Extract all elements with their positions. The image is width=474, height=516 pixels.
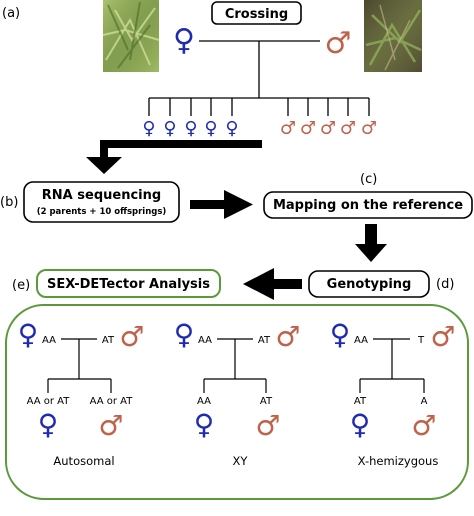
crossing-label: Crossing — [225, 7, 288, 22]
offspring-female-symbol: ♀ — [225, 118, 238, 139]
model-name: X-hemizygous — [358, 454, 439, 468]
male-plant-photo — [364, 0, 422, 72]
model-mother-genotype: AA — [42, 335, 56, 346]
cross-tree — [148, 40, 370, 116]
arrow-to-mapping — [190, 190, 253, 219]
model-xy: ♀ AA AT ♂ AA AT ♀ ♂ XY — [174, 318, 301, 468]
offspring-row: ♀ ♀ ♀ ♀ ♀ ♂ ♂ ♂ ♂ ♂ — [142, 118, 377, 139]
model-son-symbol: ♂ — [98, 409, 123, 442]
model-x-hemizygous: ♀ AA T ♂ AT A ♀ ♂ X-hemizygous — [330, 318, 456, 468]
models-panel — [5, 304, 469, 500]
offspring-female-symbol: ♀ — [142, 118, 155, 139]
model-daughter-genotype: AA or AT — [27, 396, 71, 407]
model-father-genotype: T — [417, 335, 425, 346]
model-son-genotype: A — [421, 396, 428, 407]
panel-label-e: (e) — [12, 278, 30, 293]
genotyping-label: Genotyping — [327, 277, 412, 292]
offspring-male-symbol: ♂ — [320, 118, 336, 139]
rna-sequencing-subtitle: (2 parents + 10 offsprings) — [37, 207, 167, 217]
offspring-male-symbol: ♂ — [300, 118, 316, 139]
model-mother-symbol: ♀ — [18, 318, 39, 351]
offspring-female-symbol: ♀ — [184, 118, 197, 139]
offspring-male-symbol: ♂ — [340, 118, 356, 139]
offspring-male-symbol: ♂ — [361, 118, 377, 139]
mapping-box: Mapping on the reference — [263, 191, 473, 219]
model-daughter-symbol: ♀ — [194, 408, 215, 441]
model-mother-genotype: AA — [354, 335, 368, 346]
model-daughter-symbol: ♀ — [38, 408, 59, 441]
model-name: XY — [233, 454, 249, 468]
crossing-box: Crossing — [211, 1, 302, 25]
parent-male-symbol: ♂ — [325, 26, 352, 61]
rna-sequencing-box: RNA sequencing (2 parents + 10 offspring… — [23, 181, 180, 223]
model-daughter-genotype: AA — [197, 396, 211, 407]
model-daughter-genotype: AT — [354, 396, 367, 407]
model-autosomal: ♀ AA AT ♂ AA or AT AA or AT ♀ ♂ Autosoma… — [18, 318, 145, 468]
sex-detector-label: SEX-DETector Analysis — [47, 277, 210, 292]
offspring-female-symbol: ♀ — [163, 118, 176, 139]
female-plant-photo — [102, 0, 160, 72]
panel-label-c: (c) — [360, 172, 377, 187]
panel-label-d: (d) — [436, 277, 454, 292]
offspring-female-symbol: ♀ — [204, 118, 217, 139]
arrow-to-genotyping — [355, 224, 387, 262]
arrow-to-rna-seq — [86, 140, 262, 174]
parent-female-symbol: ♀ — [173, 23, 195, 58]
offspring-male-symbol: ♂ — [280, 118, 296, 139]
model-father-genotype: AT — [258, 335, 271, 346]
sex-detector-box: SEX-DETector Analysis — [36, 269, 221, 298]
model-father-symbol: ♂ — [275, 320, 300, 353]
model-son-genotype: AT — [260, 396, 273, 407]
rna-sequencing-title: RNA sequencing — [42, 188, 161, 203]
panel-label-b: (b) — [0, 195, 18, 210]
model-son-genotype: AA or AT — [90, 396, 134, 407]
panel-label-a: (a) — [2, 6, 20, 21]
model-mother-genotype: AA — [198, 335, 212, 346]
model-son-symbol: ♂ — [255, 409, 280, 442]
model-father-symbol: ♂ — [119, 320, 144, 353]
arrow-to-sex-detector — [243, 268, 302, 300]
model-mother-symbol: ♀ — [330, 318, 351, 351]
model-father-symbol: ♂ — [430, 320, 455, 353]
model-father-genotype: AT — [102, 335, 115, 346]
genotyping-box: Genotyping — [308, 270, 430, 298]
model-son-symbol: ♂ — [411, 409, 436, 442]
model-mother-symbol: ♀ — [174, 318, 195, 351]
mapping-label: Mapping on the reference — [273, 198, 463, 213]
model-name: Autosomal — [53, 454, 114, 468]
model-daughter-symbol: ♀ — [350, 408, 371, 441]
